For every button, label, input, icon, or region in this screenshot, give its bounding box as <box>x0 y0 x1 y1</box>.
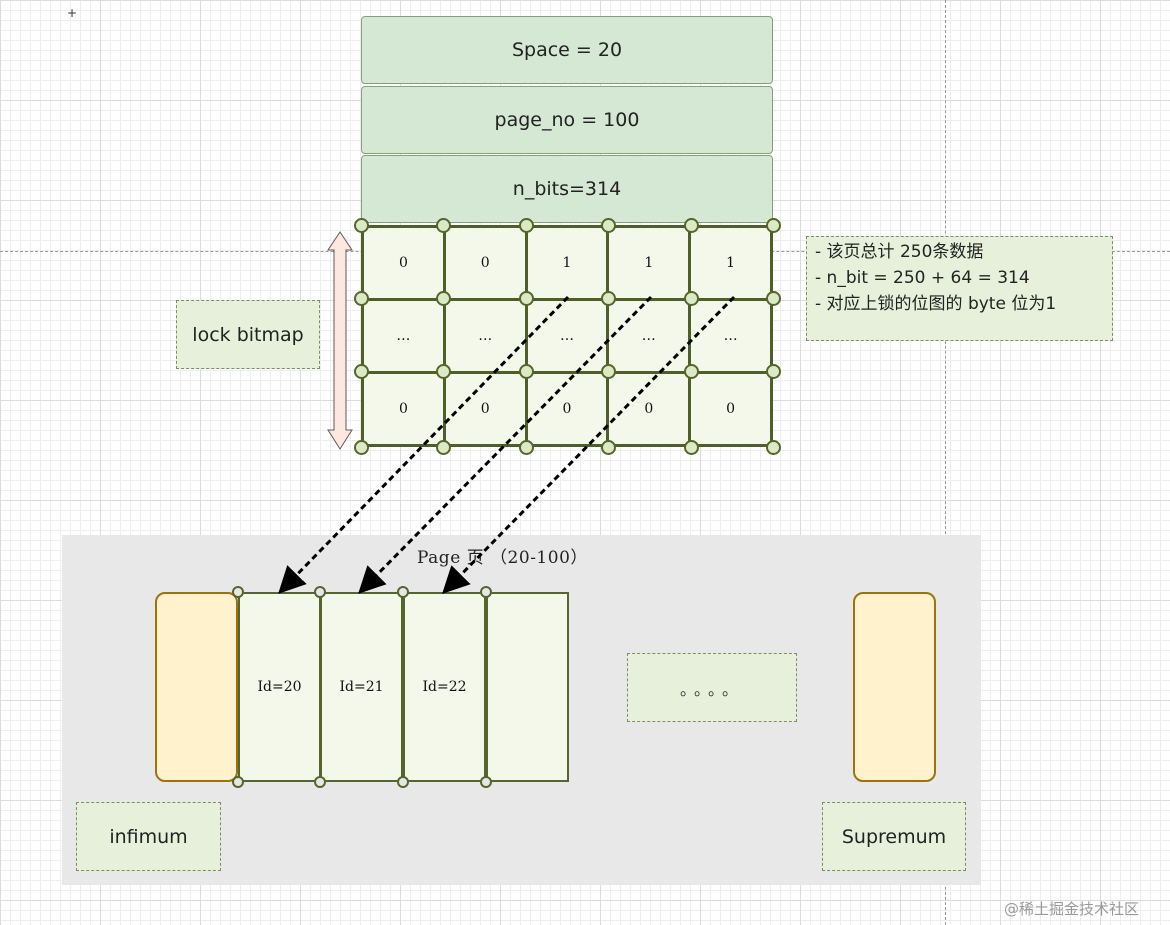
bitmap-joint <box>765 439 781 455</box>
bitmap-cell[interactable]: 1 <box>527 228 607 298</box>
bitmap-joint <box>683 290 699 306</box>
bitmap-joint <box>353 363 369 379</box>
page-title: Page 页 （20-100） <box>417 548 588 568</box>
guide-line-vertical <box>945 0 946 925</box>
bitmap-cell[interactable]: 0 <box>445 374 525 444</box>
double-arrow-icon <box>327 231 353 450</box>
bitmap-joint <box>601 217 616 233</box>
bitmap-to-id21-arrow <box>358 295 653 594</box>
bitmap-joint <box>518 217 534 233</box>
bitmap-cell[interactable]: 0 <box>364 228 443 298</box>
watermark: @稀土掘金技术社区 <box>1004 900 1140 918</box>
infimum-record[interactable] <box>155 592 238 782</box>
bitmap-joint <box>765 290 781 306</box>
lock-bitmap-grid[interactable]: 0 0 1 1 1 … … … … … 0 0 0 0 0 <box>361 225 773 447</box>
info-note[interactable]: - 该页总计 250条数据 - n_bit = 250 + 64 = 314 -… <box>806 236 1113 341</box>
bitmap-joint <box>436 363 451 379</box>
record-joint <box>480 776 492 788</box>
record-joint <box>480 586 492 598</box>
bitmap-joint <box>683 363 699 379</box>
bitmap-joint <box>353 290 369 306</box>
bitmap-joint <box>765 217 781 233</box>
bitmap-joint <box>601 290 616 306</box>
bitmap-joint <box>436 217 451 233</box>
bitmap-cell[interactable]: 1 <box>609 228 689 298</box>
bitmap-cell[interactable]: 0 <box>691 374 770 444</box>
record-empty[interactable] <box>486 592 569 782</box>
lock-bitmap-label[interactable]: lock bitmap <box>176 300 320 369</box>
bitmap-joint <box>683 217 699 233</box>
bitmap-to-id20-arrow <box>278 295 570 594</box>
bitmap-joint <box>436 439 451 455</box>
record-id-22[interactable]: Id=22 <box>403 592 486 782</box>
bitmap-cell[interactable]: … <box>691 301 770 371</box>
record-id-21[interactable]: Id=21 <box>320 592 403 782</box>
record-joint <box>314 776 326 788</box>
info-line: - 该页总计 250条数据 <box>815 242 984 262</box>
bitmap-joint <box>601 439 616 455</box>
bitmap-cell[interactable]: … <box>527 301 607 371</box>
bitmap-joint <box>765 363 781 379</box>
bitmap-to-id22-arrow <box>442 295 736 594</box>
record-joint <box>232 586 244 598</box>
crosshair-icon: + <box>67 6 78 20</box>
bitmap-cell[interactable]: 0 <box>364 374 443 444</box>
bitmap-joint <box>436 290 451 306</box>
bitmap-cell[interactable]: … <box>445 301 525 371</box>
bitmap-joint <box>601 363 616 379</box>
record-joint <box>314 586 326 598</box>
bitmap-joint <box>353 439 369 455</box>
bitmap-joint <box>683 439 699 455</box>
bitmap-joint <box>518 363 534 379</box>
record-joint <box>232 776 244 788</box>
bitmap-joint <box>353 217 369 233</box>
record-joint <box>397 776 409 788</box>
space-box[interactable]: Space = 20 <box>361 16 773 84</box>
info-line: - 对应上锁的位图的 byte 位为1 <box>815 294 1057 314</box>
infimum-label[interactable]: infimum <box>76 802 221 871</box>
bitmap-cell[interactable]: … <box>364 301 443 371</box>
bitmap-joint <box>518 290 534 306</box>
page-no-box[interactable]: page_no = 100 <box>361 86 773 154</box>
bitmap-cell[interactable]: 1 <box>691 228 770 298</box>
bitmap-cell[interactable]: 0 <box>527 374 607 444</box>
bitmap-joint <box>518 439 534 455</box>
record-id-20[interactable]: Id=20 <box>238 592 321 782</box>
bitmap-cell[interactable]: … <box>609 301 689 371</box>
info-line: - n_bit = 250 + 64 = 314 <box>815 268 1030 288</box>
more-records-box[interactable]: 。。。。 <box>627 653 797 722</box>
n-bits-box[interactable]: n_bits=314 <box>361 155 773 223</box>
supremum-label[interactable]: Supremum <box>822 802 966 871</box>
bitmap-cell[interactable]: 0 <box>445 228 525 298</box>
record-joint <box>397 586 409 598</box>
supremum-record[interactable] <box>853 592 936 782</box>
